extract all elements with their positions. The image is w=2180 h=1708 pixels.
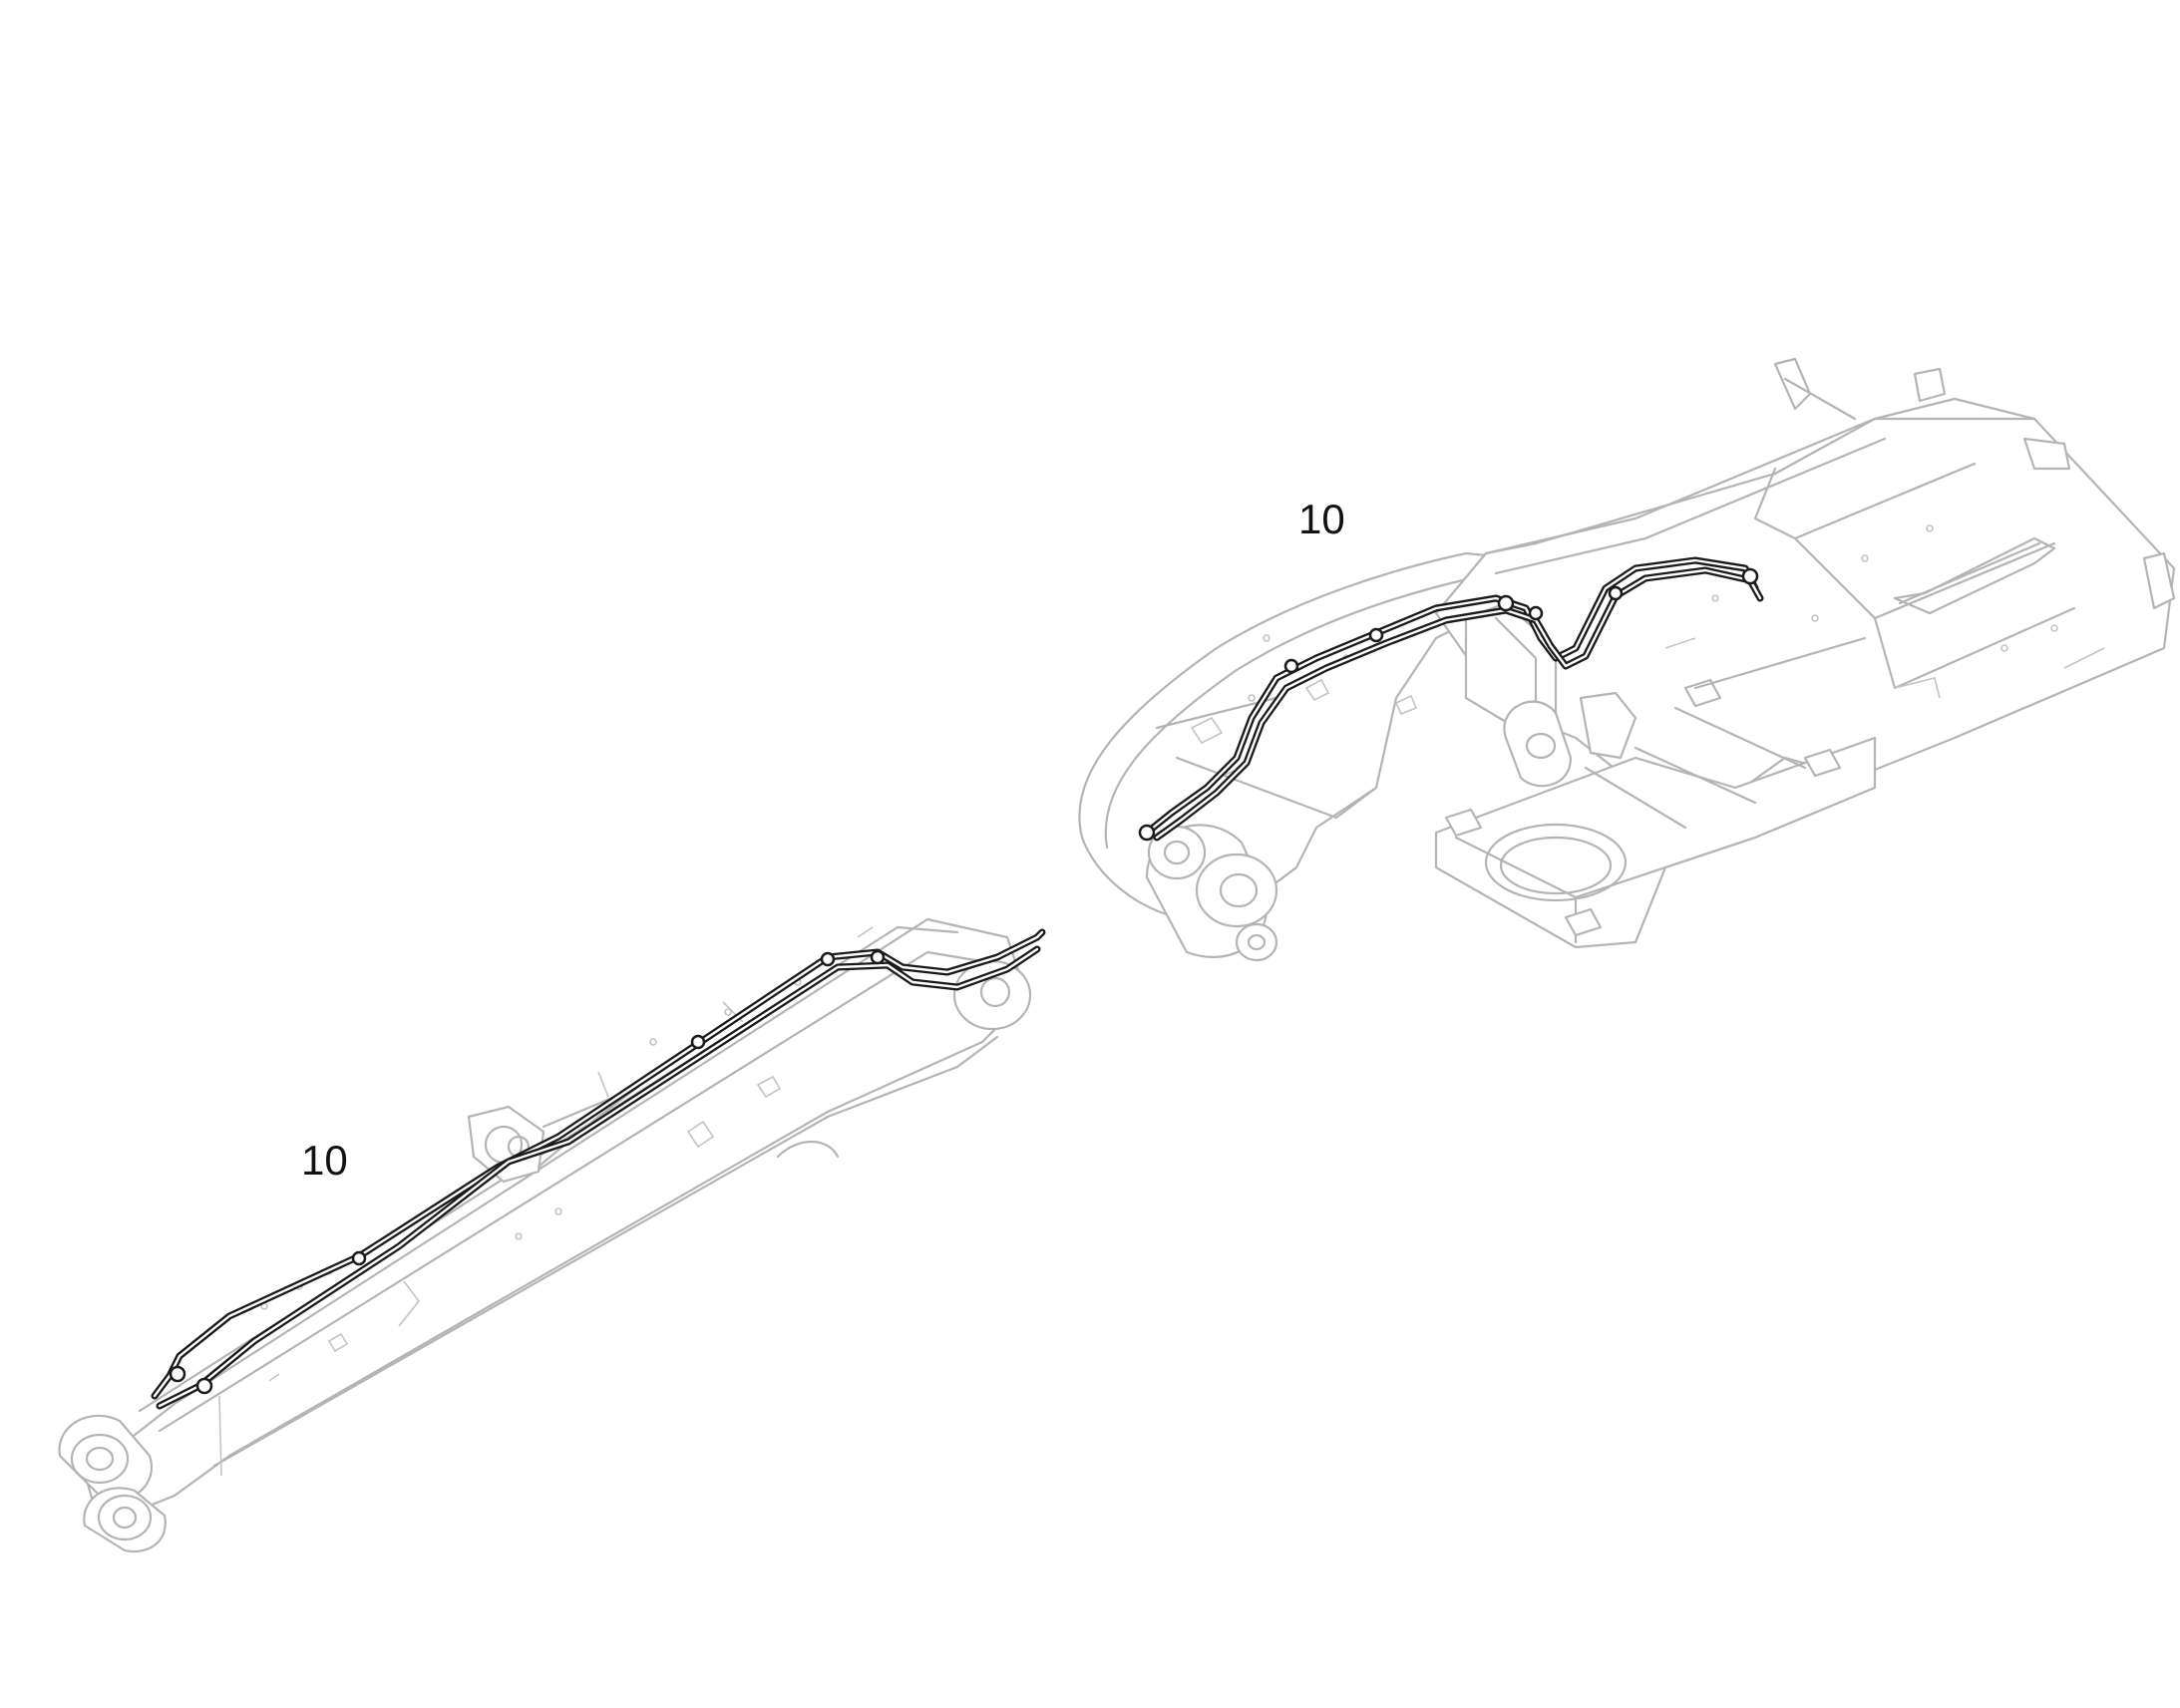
boom-hose-line xyxy=(1138,556,1764,842)
arm-assembly xyxy=(58,917,1032,1553)
boom-assembly xyxy=(1078,551,1518,962)
callout-lower: 10 xyxy=(301,1137,348,1184)
arm-hose-line xyxy=(151,928,1046,1410)
upper-frame xyxy=(1434,357,2176,949)
callout-upper: 10 xyxy=(1298,496,1345,542)
